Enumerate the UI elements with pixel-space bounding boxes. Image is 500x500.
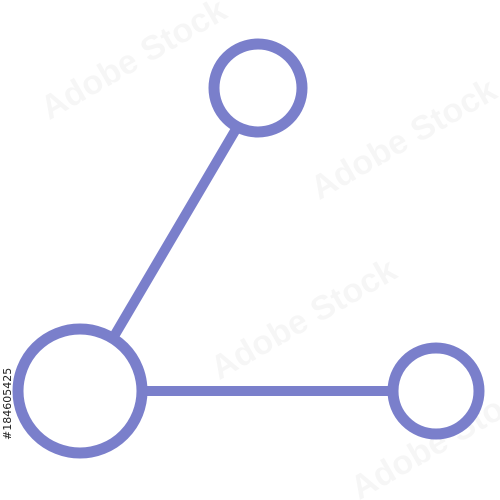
node-top: [208, 38, 308, 138]
stock-id-label: #184605425: [1, 367, 14, 440]
node-large: [12, 323, 148, 459]
edge-upper: [108, 119, 244, 343]
node-right: [387, 342, 485, 440]
